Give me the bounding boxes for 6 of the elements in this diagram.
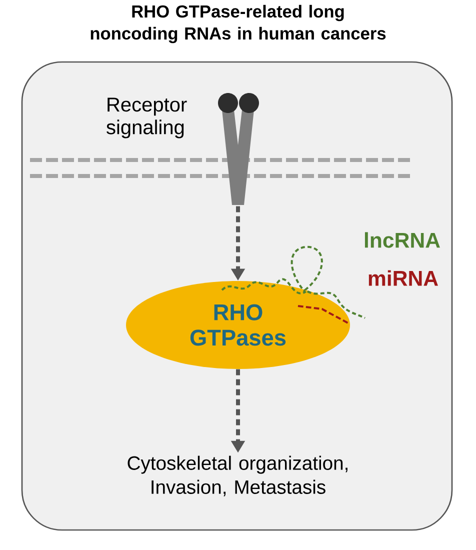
rna-label: lncRNA [364,232,440,248]
receptor-drawing [218,93,259,205]
receptor-label: Receptor signaling [106,98,187,138]
outcome-text: Cytoskeletal organization, Invasion, Metastasis [128,456,348,496]
title: RHO GTPase-related long noncoding RNAs in human cancers [90,4,386,44]
rna-label: miRNA [368,270,438,286]
